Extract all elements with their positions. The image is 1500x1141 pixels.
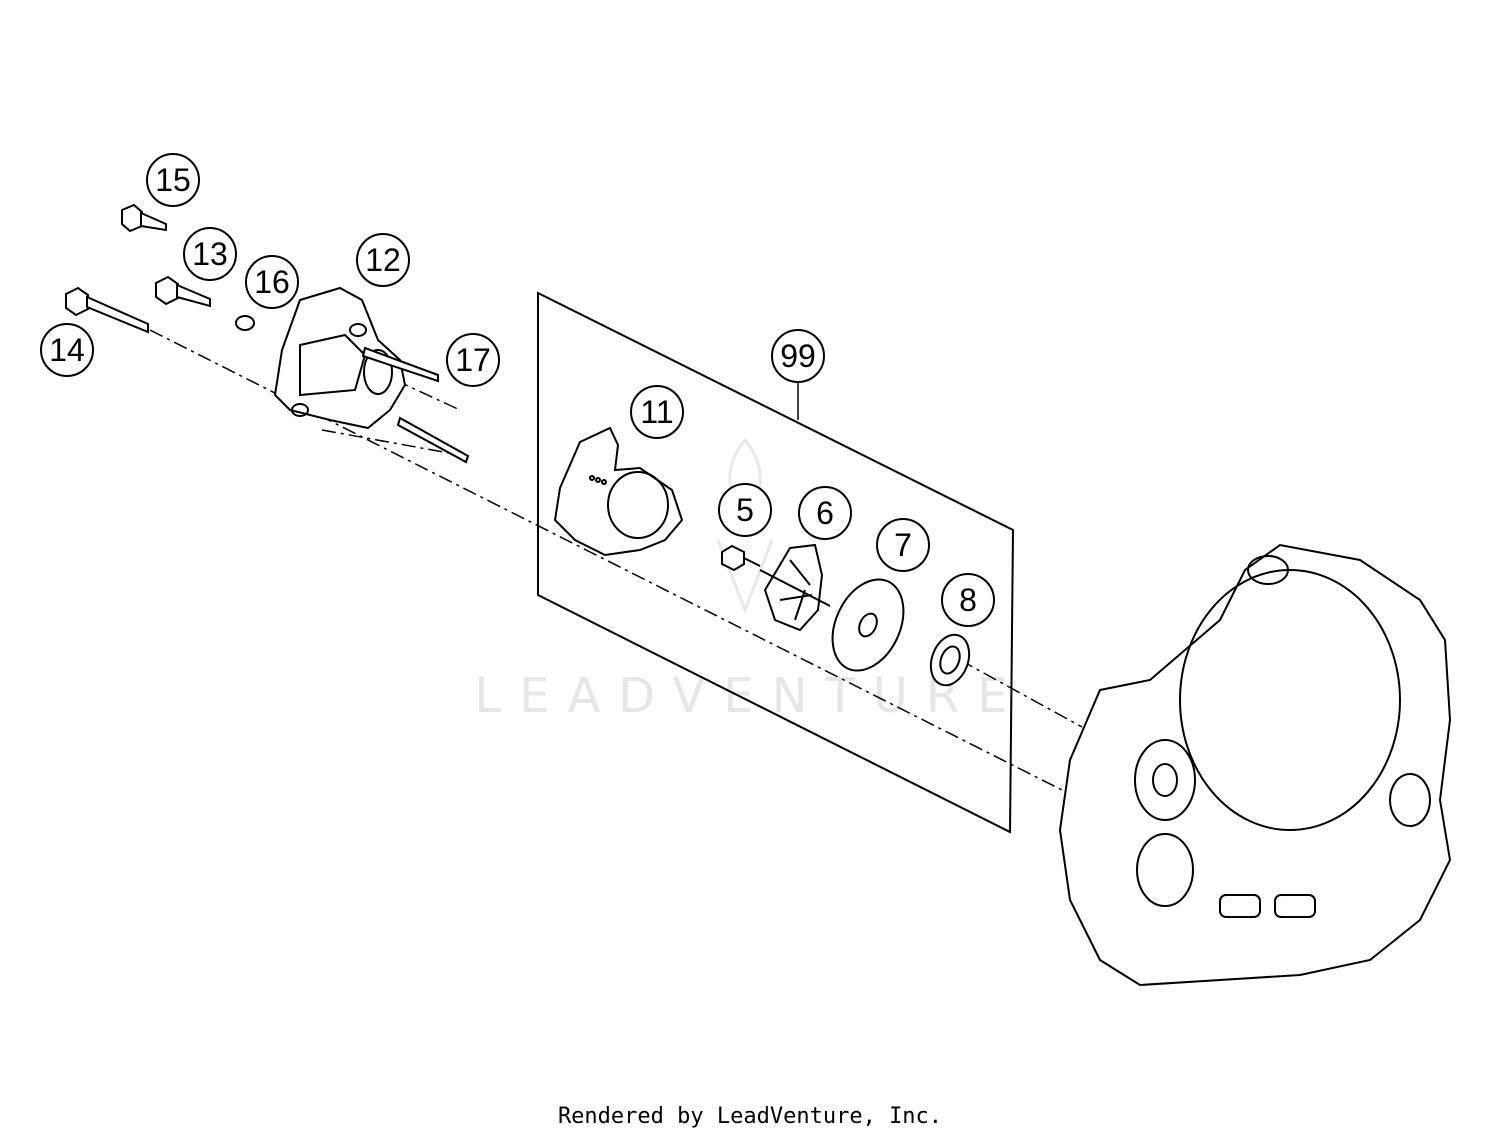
pump-cover-12 <box>273 286 470 464</box>
callout-circle <box>876 518 930 572</box>
callout-12: 12 <box>356 233 410 287</box>
callout-15: 15 <box>146 153 200 207</box>
callout-label: 5 <box>736 492 754 528</box>
impeller-6 <box>759 543 831 632</box>
callout-6: 6 <box>798 486 852 540</box>
callout-circle <box>941 573 995 627</box>
seal-disc-7 <box>831 578 905 672</box>
bolt-13 <box>155 275 211 308</box>
callout-label: 14 <box>49 332 85 368</box>
callout-circle <box>245 255 299 309</box>
callout-7: 7 <box>876 518 930 572</box>
callout-circle <box>356 233 410 287</box>
callout-label: 17 <box>455 342 491 378</box>
callout-label: 7 <box>894 527 912 563</box>
clutch-cover <box>1058 543 1452 987</box>
callout-circle <box>183 227 237 281</box>
callout-label: 6 <box>816 495 834 531</box>
bolt-14 <box>65 286 149 334</box>
callout-label: 13 <box>192 236 228 272</box>
callout-circle <box>630 385 684 439</box>
nut-5 <box>721 544 761 572</box>
callout-circle <box>40 323 94 377</box>
callout-17: 17 <box>446 333 500 387</box>
callout-16: 16 <box>245 255 299 309</box>
callout-circle <box>146 153 200 207</box>
callout-label: 15 <box>155 162 191 198</box>
callout-label: 8 <box>959 582 977 618</box>
footer-credit: Rendered by LeadVenture, Inc. <box>557 1104 943 1129</box>
callout-circle <box>718 483 772 537</box>
callout-circle <box>771 329 825 383</box>
kit-frame <box>537 291 1015 834</box>
callout-11: 11 <box>630 385 684 439</box>
callout-label: 12 <box>365 242 401 278</box>
callout-circle <box>798 486 852 540</box>
callout-5: 5 <box>718 483 772 537</box>
callout-99: 99 <box>771 329 825 383</box>
bolt-15 <box>121 203 167 233</box>
callout-label: 99 <box>780 338 816 374</box>
washer-16 <box>235 315 255 331</box>
callout-group: 15 13 16 12 14 17 99 11 5 6 7 8 <box>40 153 995 627</box>
callout-circle <box>446 333 500 387</box>
callout-8: 8 <box>941 573 995 627</box>
callout-label: 11 <box>640 394 673 430</box>
callout-14: 14 <box>40 323 94 377</box>
gasket-11 <box>553 426 684 557</box>
seal-ring-8 <box>929 633 971 687</box>
callout-label: 16 <box>254 264 290 300</box>
callout-13: 13 <box>183 227 237 281</box>
